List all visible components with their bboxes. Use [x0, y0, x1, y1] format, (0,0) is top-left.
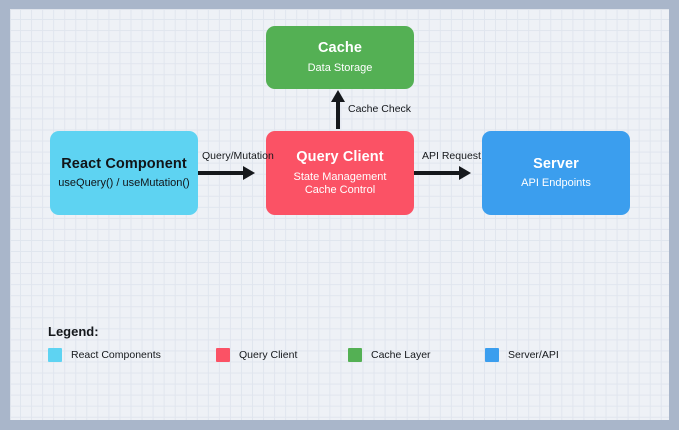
edge-label-query-mutation: Query/Mutation	[202, 150, 274, 162]
legend-title: Legend:	[48, 324, 99, 339]
node-cache-subtitle: Data Storage	[308, 62, 373, 75]
node-server-subtitle-line-1: API Endpoints	[521, 177, 591, 190]
node-react-component-subtitle-line-1: useQuery() / useMutation()	[58, 177, 190, 190]
arrow-query-to-cache-icon	[331, 90, 345, 129]
node-query-client-subtitle-line-1: State Management	[293, 170, 387, 183]
legend-swatch-react-components	[48, 348, 62, 362]
node-query-client[interactable]: Query Client State Management Cache Cont…	[266, 131, 414, 215]
node-cache[interactable]: Cache Data Storage	[266, 26, 414, 89]
legend-item-server-api: Server/API	[485, 348, 559, 362]
legend-label-query-client: Query Client	[239, 349, 298, 361]
legend: Legend: React Components Query Client Ca…	[48, 324, 568, 362]
diagram-canvas: Cache Data Storage React Component useQu…	[10, 9, 669, 420]
edge-label-api-request: API Request	[422, 150, 481, 162]
edge-label-cache-check: Cache Check	[348, 103, 412, 115]
legend-label-server-api: Server/API	[508, 349, 559, 361]
node-query-client-subtitle: State Management Cache Control	[294, 171, 387, 197]
legend-swatch-server-api	[485, 348, 499, 362]
node-server-subtitle: API Endpoints	[521, 177, 591, 190]
node-server-title: Server	[533, 155, 579, 172]
legend-swatch-cache-layer	[348, 348, 362, 362]
node-react-component[interactable]: React Component useQuery() / useMutation…	[50, 131, 198, 215]
legend-item-query-client: Query Client	[216, 348, 348, 362]
arrow-react-to-query-icon	[198, 166, 255, 180]
legend-label-react-components: React Components	[71, 349, 161, 361]
legend-item-cache-layer: Cache Layer	[348, 348, 485, 362]
node-react-component-subtitle: useQuery() / useMutation()	[58, 177, 189, 190]
node-cache-subtitle-line-1: Data Storage	[307, 61, 373, 74]
node-cache-title: Cache	[317, 40, 363, 57]
legend-item-react-components: React Components	[48, 348, 216, 362]
node-react-component-title: React Component	[61, 155, 187, 172]
arrow-query-to-server-icon	[414, 166, 471, 180]
legend-swatch-query-client	[216, 348, 230, 362]
legend-label-cache-layer: Cache Layer	[371, 349, 431, 361]
node-query-client-subtitle-line-2: Cache Control	[304, 183, 376, 196]
node-query-client-title: Query Client	[296, 149, 384, 166]
legend-items: React Components Query Client Cache Laye…	[48, 348, 568, 362]
node-server[interactable]: Server API Endpoints	[482, 131, 630, 215]
